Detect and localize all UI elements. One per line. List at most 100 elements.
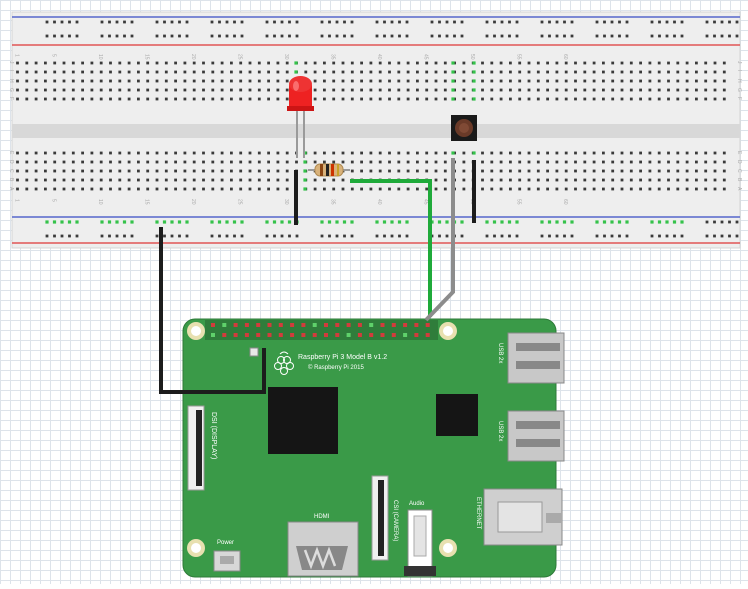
breadboard-hole (90, 178, 94, 182)
breadboard-hole (118, 178, 122, 182)
rail-hole (178, 34, 181, 38)
breadboard-hole (443, 97, 447, 101)
breadboard-hole (657, 61, 661, 65)
connected-rail-hole (650, 220, 654, 224)
breadboard-hole (16, 88, 19, 92)
breadboard-hole (434, 187, 438, 191)
breadboard-hole (34, 88, 38, 92)
breadboard-hole (397, 151, 401, 155)
breadboard-hole (323, 79, 326, 83)
rail-hole (68, 234, 71, 238)
breadboard-hole (629, 70, 633, 74)
breadboard-hole (341, 88, 345, 92)
breadboard-hole (425, 187, 429, 191)
breadboard-hole (667, 160, 670, 164)
breadboard-hole (685, 160, 689, 164)
connected-hole (451, 88, 455, 92)
breadboard-hole (220, 178, 224, 182)
breadboard-hole (620, 160, 624, 164)
breadboard-hole (611, 160, 615, 164)
breadboard-hole (81, 88, 84, 92)
rail-hole (618, 234, 621, 238)
gpio-pin (380, 323, 385, 327)
rail-hole (485, 234, 489, 238)
breadboard-hole (350, 70, 354, 74)
breadboard-hole (369, 61, 373, 65)
breadboard-hole (109, 79, 112, 83)
breadboard-hole (323, 187, 326, 191)
rail-hole (735, 20, 739, 24)
breadboard-hole (639, 97, 642, 101)
breadboard-hole (323, 88, 326, 92)
breadboard-hole (220, 61, 224, 65)
breadboard-hole (313, 151, 317, 155)
breadboard-hole (416, 151, 419, 155)
rail-hole (540, 20, 544, 24)
usb-port-bottom (507, 410, 565, 462)
rail-hole (508, 234, 511, 238)
breadboard-hole (611, 187, 615, 191)
column-number: 40 (376, 199, 382, 205)
breadboard-hole (202, 178, 205, 182)
breadboard-hole (527, 79, 531, 83)
rail-hole (570, 34, 574, 38)
rail-hole (350, 234, 354, 238)
connected-rail-hole (342, 220, 347, 224)
breadboard-hole (406, 169, 410, 173)
row-letter: E (736, 151, 742, 155)
breadboard-hole (155, 169, 159, 173)
breadboard-hole (536, 79, 540, 83)
breadboard-hole (341, 70, 345, 74)
rail-hole (453, 20, 456, 24)
rail-hole (185, 234, 189, 238)
connected-rail-hole (287, 220, 292, 224)
breadboard-hole (639, 187, 642, 191)
breadboard-hole (267, 160, 270, 164)
breadboard-hole (425, 151, 429, 155)
breadboard-hole (323, 61, 326, 65)
breadboard-hole (183, 70, 187, 74)
breadboard-hole (499, 187, 503, 191)
breadboard-hole (183, 169, 187, 173)
breadboard-hole (202, 160, 205, 164)
connected-hole (472, 70, 476, 74)
breadboard-hole (639, 70, 642, 74)
breadboard-hole (481, 79, 484, 83)
breadboard-hole (685, 61, 689, 65)
breadboard-hole (536, 61, 540, 65)
row-letter: F (736, 97, 742, 100)
breadboard-hole (257, 79, 261, 83)
breadboard-hole (695, 178, 698, 182)
breadboard-hole (416, 88, 419, 92)
breadboard-hole (564, 178, 568, 182)
gpio-pin (290, 323, 295, 327)
hdmi-port (287, 521, 359, 577)
breadboard-hole (490, 169, 494, 173)
rail-hole (548, 234, 551, 238)
rail-hole (108, 34, 111, 38)
breadboard-hole (44, 151, 47, 155)
gpio-pin (256, 323, 261, 327)
breadboard-hole (71, 169, 75, 173)
rail-hole (170, 20, 174, 24)
breadboard-hole (378, 61, 382, 65)
rail-hole (555, 20, 559, 24)
breadboard-hole (462, 88, 466, 92)
breadboard-hole (546, 88, 549, 92)
rail-hole (728, 234, 731, 238)
breadboard-hole (230, 79, 233, 83)
csi-connector (371, 475, 389, 561)
rail-hole (123, 234, 126, 238)
breadboard-hole (620, 169, 624, 173)
rail-hole (618, 20, 621, 24)
breadboard-hole (685, 169, 689, 173)
breadboard-hole (118, 151, 122, 155)
breadboard-hole (62, 61, 66, 65)
breadboard-hole (490, 88, 494, 92)
gpio-pin (403, 323, 408, 327)
rail-hole (728, 34, 731, 38)
column-number: 30 (283, 54, 289, 60)
breadboard-hole (44, 70, 47, 74)
